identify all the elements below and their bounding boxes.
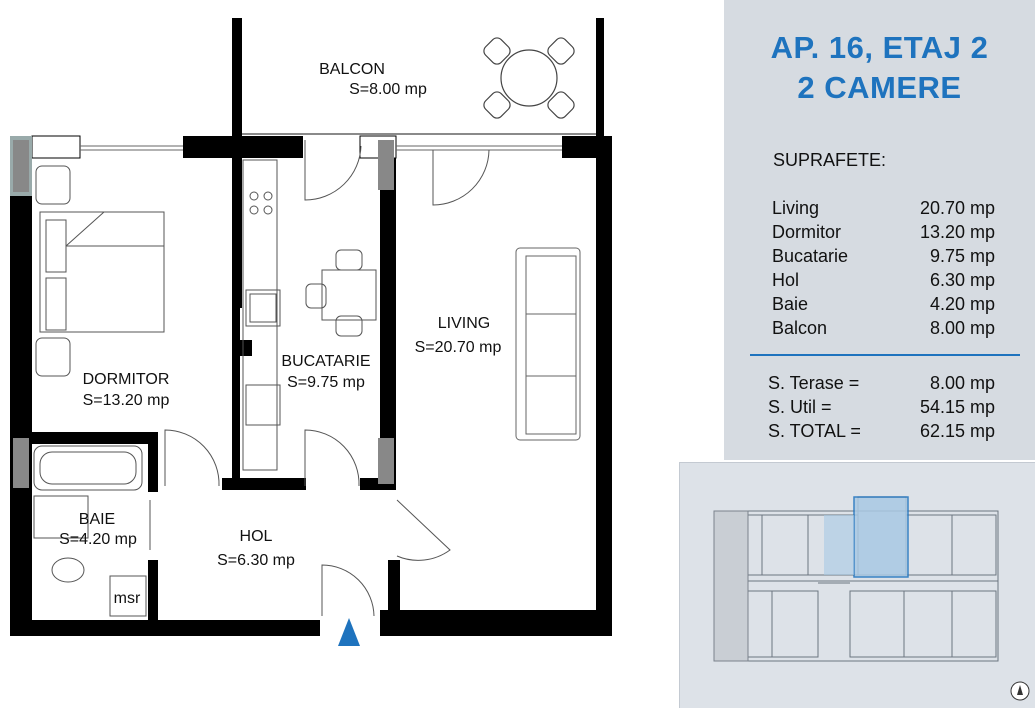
surface-row-balcon: Balcon 8.00 mp <box>724 318 1035 342</box>
bucatarie-name: BUCATARIE <box>281 353 370 370</box>
living-name: LIVING <box>438 315 490 332</box>
total-name: S. TOTAL = <box>768 421 861 441</box>
surface-row-dormitor: Dormitor 13.20 mp <box>724 222 1035 246</box>
baie-name: BAIE <box>79 511 115 528</box>
bucatarie-area: S=9.75 mp <box>287 374 365 391</box>
msr-label: msr <box>114 590 141 607</box>
sofa <box>515 247 581 441</box>
total-name: S. Terase = <box>768 373 860 393</box>
surface-row-hol: Hol 6.30 mp <box>724 270 1035 294</box>
surface-name: Balcon <box>772 318 828 338</box>
balcon-area: S=8.00 mp <box>349 81 427 98</box>
surface-value: 6.30 mp <box>929 270 995 290</box>
bedroom-furniture <box>35 165 165 377</box>
windows <box>80 145 562 151</box>
info-panel: AP. 16, ETAJ 2 2 CAMERE SUPRAFETE: Livin… <box>724 0 1035 460</box>
surface-value: 4.20 mp <box>929 294 995 314</box>
surface-row-living: Living 20.70 mp <box>724 198 1035 222</box>
surface-name: Living <box>772 198 820 218</box>
door-swings <box>149 140 490 617</box>
surface-row-baie: Baie 4.20 mp <box>724 294 1035 318</box>
surface-row-bucatarie: Bucatarie 9.75 mp <box>724 246 1035 270</box>
surface-value: 20.70 mp <box>919 198 995 218</box>
walls <box>10 18 612 636</box>
divider-line <box>750 354 1020 356</box>
hol-name: HOL <box>240 528 273 545</box>
dormitor-name: DORMITOR <box>83 371 170 388</box>
kitchen-furniture <box>242 159 377 471</box>
surface-name: Bucatarie <box>772 246 849 266</box>
key-plan <box>679 462 1035 708</box>
bathroom-fixtures <box>33 445 147 617</box>
living-area: S=20.70 mp <box>415 339 502 356</box>
surface-value: 8.00 mp <box>929 318 995 338</box>
entrance-arrow-icon <box>338 618 360 646</box>
rooms-count-title: 2 CAMERE <box>797 70 962 105</box>
dormitor-area: S=13.20 mp <box>83 392 170 409</box>
north-compass-icon <box>1010 681 1030 701</box>
total-value: 62.15 mp <box>919 421 995 441</box>
total-name: S. Util = <box>768 397 832 417</box>
surface-name: Dormitor <box>772 222 842 242</box>
total-row-total: S. TOTAL = 62.15 mp <box>724 421 1035 445</box>
surfaces-heading: SUPRAFETE: <box>773 150 887 170</box>
total-row-terase: S. Terase = 8.00 mp <box>724 373 1035 397</box>
surface-name: Hol <box>772 270 800 290</box>
surface-name: Baie <box>772 294 809 314</box>
apartment-highlight <box>853 496 909 578</box>
total-value: 54.15 mp <box>919 397 995 417</box>
balcony-furniture <box>242 37 596 135</box>
baie-area: S=4.20 mp <box>59 531 137 548</box>
key-plan-drawing <box>713 496 1030 701</box>
floor-plan: BALCON S=8.00 mp LIVING S=20.70 mp BUCAT… <box>10 18 612 646</box>
surface-value: 13.20 mp <box>919 222 995 242</box>
balcon-name: BALCON <box>319 61 385 78</box>
apartment-title: AP. 16, ETAJ 2 <box>770 30 989 65</box>
total-value: 8.00 mp <box>929 373 995 393</box>
hol-area: S=6.30 mp <box>217 552 295 569</box>
surface-value: 9.75 mp <box>929 246 995 266</box>
total-row-util: S. Util = 54.15 mp <box>724 397 1035 421</box>
